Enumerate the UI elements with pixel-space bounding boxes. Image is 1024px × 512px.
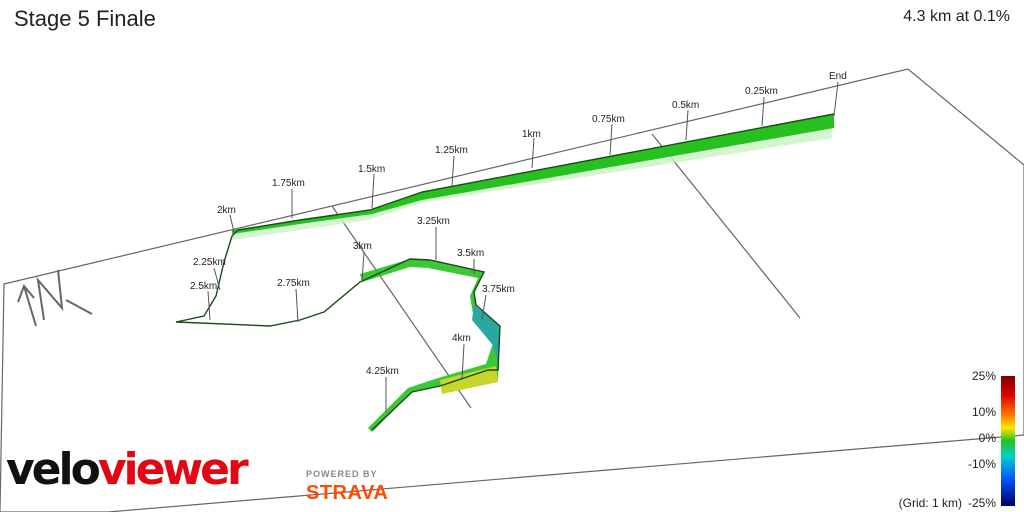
km-marker-2: 2km [217,205,236,216]
gradient-legend: 25% 10% 0% -10% -25% (Grid: 1 km) [899,369,1015,510]
legend-label-0: 0% [979,431,997,445]
km-marker-4: 4km [452,333,471,344]
km-marker-0-75: 0.75km [592,114,625,125]
km-marker-end: End [829,71,847,82]
km-marker-3-5: 3.5km [457,248,484,259]
km-marker-2-75: 2.75km [277,278,310,289]
km-marker-1: 1km [522,129,541,140]
km-marker-4-25: 4.25km [366,366,399,377]
legend-label-25: 25% [972,369,996,383]
km-labels: End 0.25km 0.5km 0.75km 1km 1.25km 1.5km… [190,71,847,377]
route-wall-finish [232,114,834,234]
km-marker-3-25: 3.25km [417,216,450,227]
route-wall-descent [472,305,500,362]
km-marker-0-5: 0.5km [672,100,699,111]
grid-scale-note: (Grid: 1 km) [899,496,962,510]
km-marker-2-5: 2.5km [190,281,217,292]
km-marker-3: 3km [353,241,372,252]
route-wall-loop [360,259,500,432]
km-marker-3-75: 3.75km [482,284,515,295]
strava-logo[interactable]: STRAVA [306,482,389,504]
km-marker-1-5: 1.5km [358,164,385,175]
page-title: Stage 5 Finale [14,6,156,31]
grid-plane [0,68,1024,512]
route-line [175,113,835,432]
legend-label-minus-25: -25% [968,496,996,510]
km-marker-2-25: 2.25km [193,257,226,268]
route-top-line [175,113,835,431]
legend-label-minus-10: -10% [968,457,996,471]
north-arrow-icon [17,269,93,327]
route-wall-climb [440,366,498,394]
km-marker-1-75: 1.75km [272,178,305,189]
gradient-legend-bar [1001,376,1015,506]
km-marker-0-25: 0.25km [745,86,778,97]
route-summary: 4.3 km at 0.1% [903,8,1010,25]
km-leaders [207,81,839,412]
legend-label-10: 10% [972,405,996,419]
powered-by-text: POWERED BY [306,469,378,479]
km-marker-1-25: 1.25km [435,145,468,156]
veloviewer-logo[interactable]: veloviewer [6,444,249,495]
